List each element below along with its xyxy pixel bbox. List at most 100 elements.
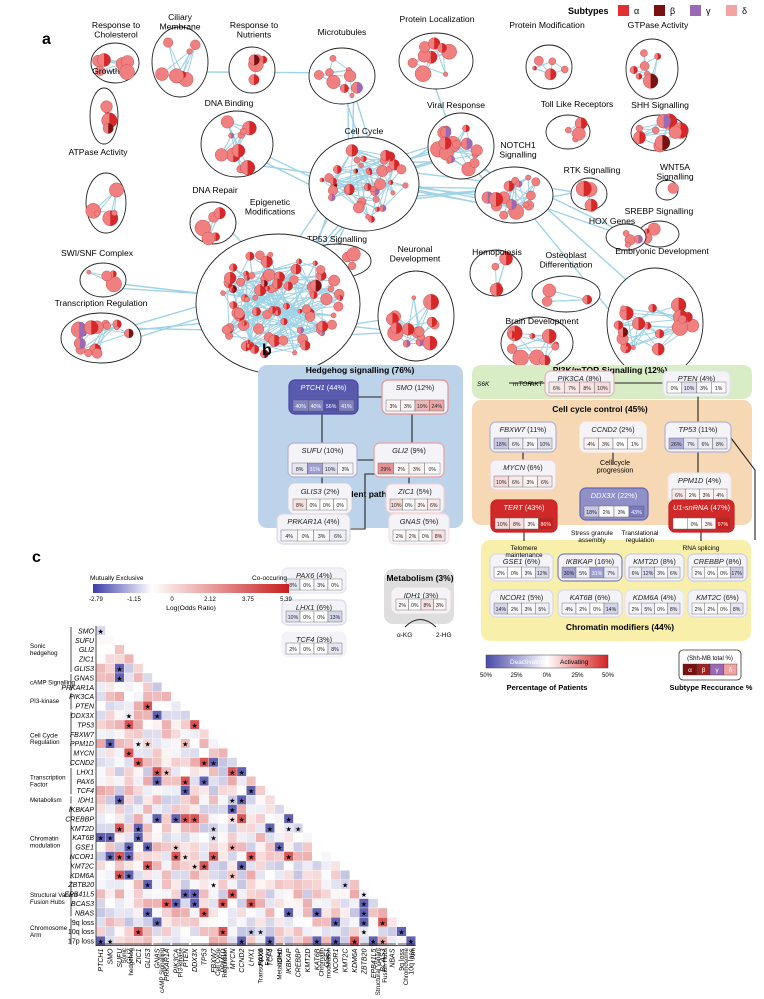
heatmap-cell: [171, 785, 181, 796]
gene-node: [534, 55, 544, 66]
heatmap-cell: [208, 813, 219, 824]
recurrence-header: (Shh-MB total %): [687, 656, 733, 662]
gene-box-cell-value: 10%: [684, 386, 695, 392]
heatmap-cell: [161, 813, 172, 824]
cluster-label: Microtubules: [318, 27, 367, 37]
gene-node-slice: [626, 306, 634, 321]
gene-box-cell-value: 1%: [631, 442, 639, 448]
gene-box-cell-value: 43%: [631, 510, 642, 516]
gene-box-title: GNAS (5%): [400, 517, 439, 526]
gene-box-cell: [429, 399, 445, 412]
heatmap-cell: [95, 719, 106, 730]
gene-box-cell-value: 0%: [691, 522, 699, 528]
intra-edge: [226, 282, 230, 330]
column-gene-label: KDM6A: [352, 948, 359, 972]
subtype-swatch: [690, 5, 701, 16]
gene-node: [313, 70, 324, 80]
heatmap-cell: [105, 823, 115, 833]
heatmap-cell: [255, 870, 266, 880]
gene-node: [292, 350, 298, 356]
significance-star: ★: [229, 872, 235, 880]
gene-node-slice: [288, 281, 293, 291]
significance-star: ★: [351, 938, 357, 946]
gene-node-slice: [356, 82, 363, 94]
column-gene-label: FBXW7: [211, 948, 218, 973]
significance-star: ★: [192, 863, 198, 871]
gene-box-cell: [537, 437, 553, 450]
gene-node: [470, 144, 483, 157]
intra-edge: [240, 282, 256, 350]
gene-node-slice: [355, 168, 358, 174]
gene-node-slice: [587, 295, 592, 305]
gene-box-ccnd2: CCND2 (2%)4%3%0%1%: [579, 421, 647, 453]
gene-box-kmt2c: KMT2C (6%)2%2%0%8%: [687, 589, 748, 618]
gene-box-kmt2d: KMT2D (8%)6%12%3%6%: [624, 553, 685, 582]
intra-edge: [80, 332, 130, 351]
gene-node: [236, 277, 246, 287]
gene-box-zic1: ZIC1 (5%)10%0%3%6%: [385, 483, 445, 514]
heatmap-cell: [114, 748, 125, 758]
gene-box-cell: [711, 381, 727, 394]
heatmap-cell: [133, 842, 144, 852]
gene-box-cell-value: 0%: [411, 603, 419, 609]
heatmap-cell: [218, 766, 228, 777]
heatmap-cell: [377, 907, 388, 918]
cluster-gtpase-activity: GTPase Activity: [625, 20, 689, 100]
gene-box-cell-value: 3%: [390, 404, 398, 410]
heatmap-cell: [142, 719, 153, 730]
heatmap-cell: [161, 907, 172, 918]
gene-box-cell-value: 8%: [733, 607, 741, 613]
gene-box-cell-value: 10%: [496, 480, 507, 486]
intra-edge: [240, 281, 301, 331]
panel-letters: a b c: [32, 31, 272, 566]
gene-node: [469, 158, 480, 169]
row-gene-label: EPB41L5: [64, 892, 94, 899]
heatmap-cell: [218, 860, 228, 871]
gene-node-slice: [618, 320, 623, 330]
gene-node: [262, 309, 272, 320]
row-gene-label: MYCN: [73, 751, 95, 758]
gene-box-cell-value: 8%: [296, 467, 304, 473]
gene-node: [349, 93, 355, 98]
gene-box-cell-value: 3%: [618, 510, 626, 516]
intra-edge: [375, 169, 402, 200]
heatmap-cell: [152, 785, 162, 796]
gene-box-cell-value: 40%: [295, 404, 306, 410]
heatmap-cell: [274, 898, 285, 909]
heatmap-cell: [105, 860, 115, 871]
heatmap-cell: [180, 879, 191, 890]
column-gene-label: BCAS3: [380, 949, 387, 972]
gene-node-slice: [591, 198, 598, 212]
significance-star: ★: [154, 713, 160, 721]
gene-node: [220, 115, 234, 129]
gene-node: [620, 305, 627, 312]
heatmap-cell: [124, 663, 134, 674]
heatmap-cell: [218, 879, 228, 890]
heatmap-cell: [114, 907, 125, 918]
gene-node-slice: [251, 342, 254, 348]
column-gene-label: EPB41L5: [371, 949, 378, 979]
gene-node-slice: [231, 132, 234, 139]
gene-node: [86, 269, 92, 275]
heatmap-cell: [255, 907, 266, 918]
heatmap-cell: [142, 813, 153, 824]
heatmap-cell: [189, 748, 200, 758]
heatmap-cell: [236, 917, 247, 927]
gene-node-slice: [638, 317, 645, 330]
significance-star: ★: [286, 825, 292, 833]
heatmap-cell: [255, 898, 266, 909]
significance-star: ★: [154, 919, 160, 927]
gene-box-cell-value: 0%: [617, 442, 625, 448]
intra-edge: [627, 325, 649, 349]
gene-box-cell-value: 17%: [731, 571, 742, 577]
gene-node-slice: [647, 322, 652, 330]
heatmap-cell: [152, 889, 162, 899]
heatmap-cell: [265, 832, 275, 843]
heatmap-cell: [161, 785, 172, 796]
gene-box-cell-value: 8%: [331, 647, 339, 653]
gene-box-cell: [667, 602, 681, 615]
heatmap-cell: [302, 879, 313, 890]
heatmap-cell: [161, 738, 172, 749]
